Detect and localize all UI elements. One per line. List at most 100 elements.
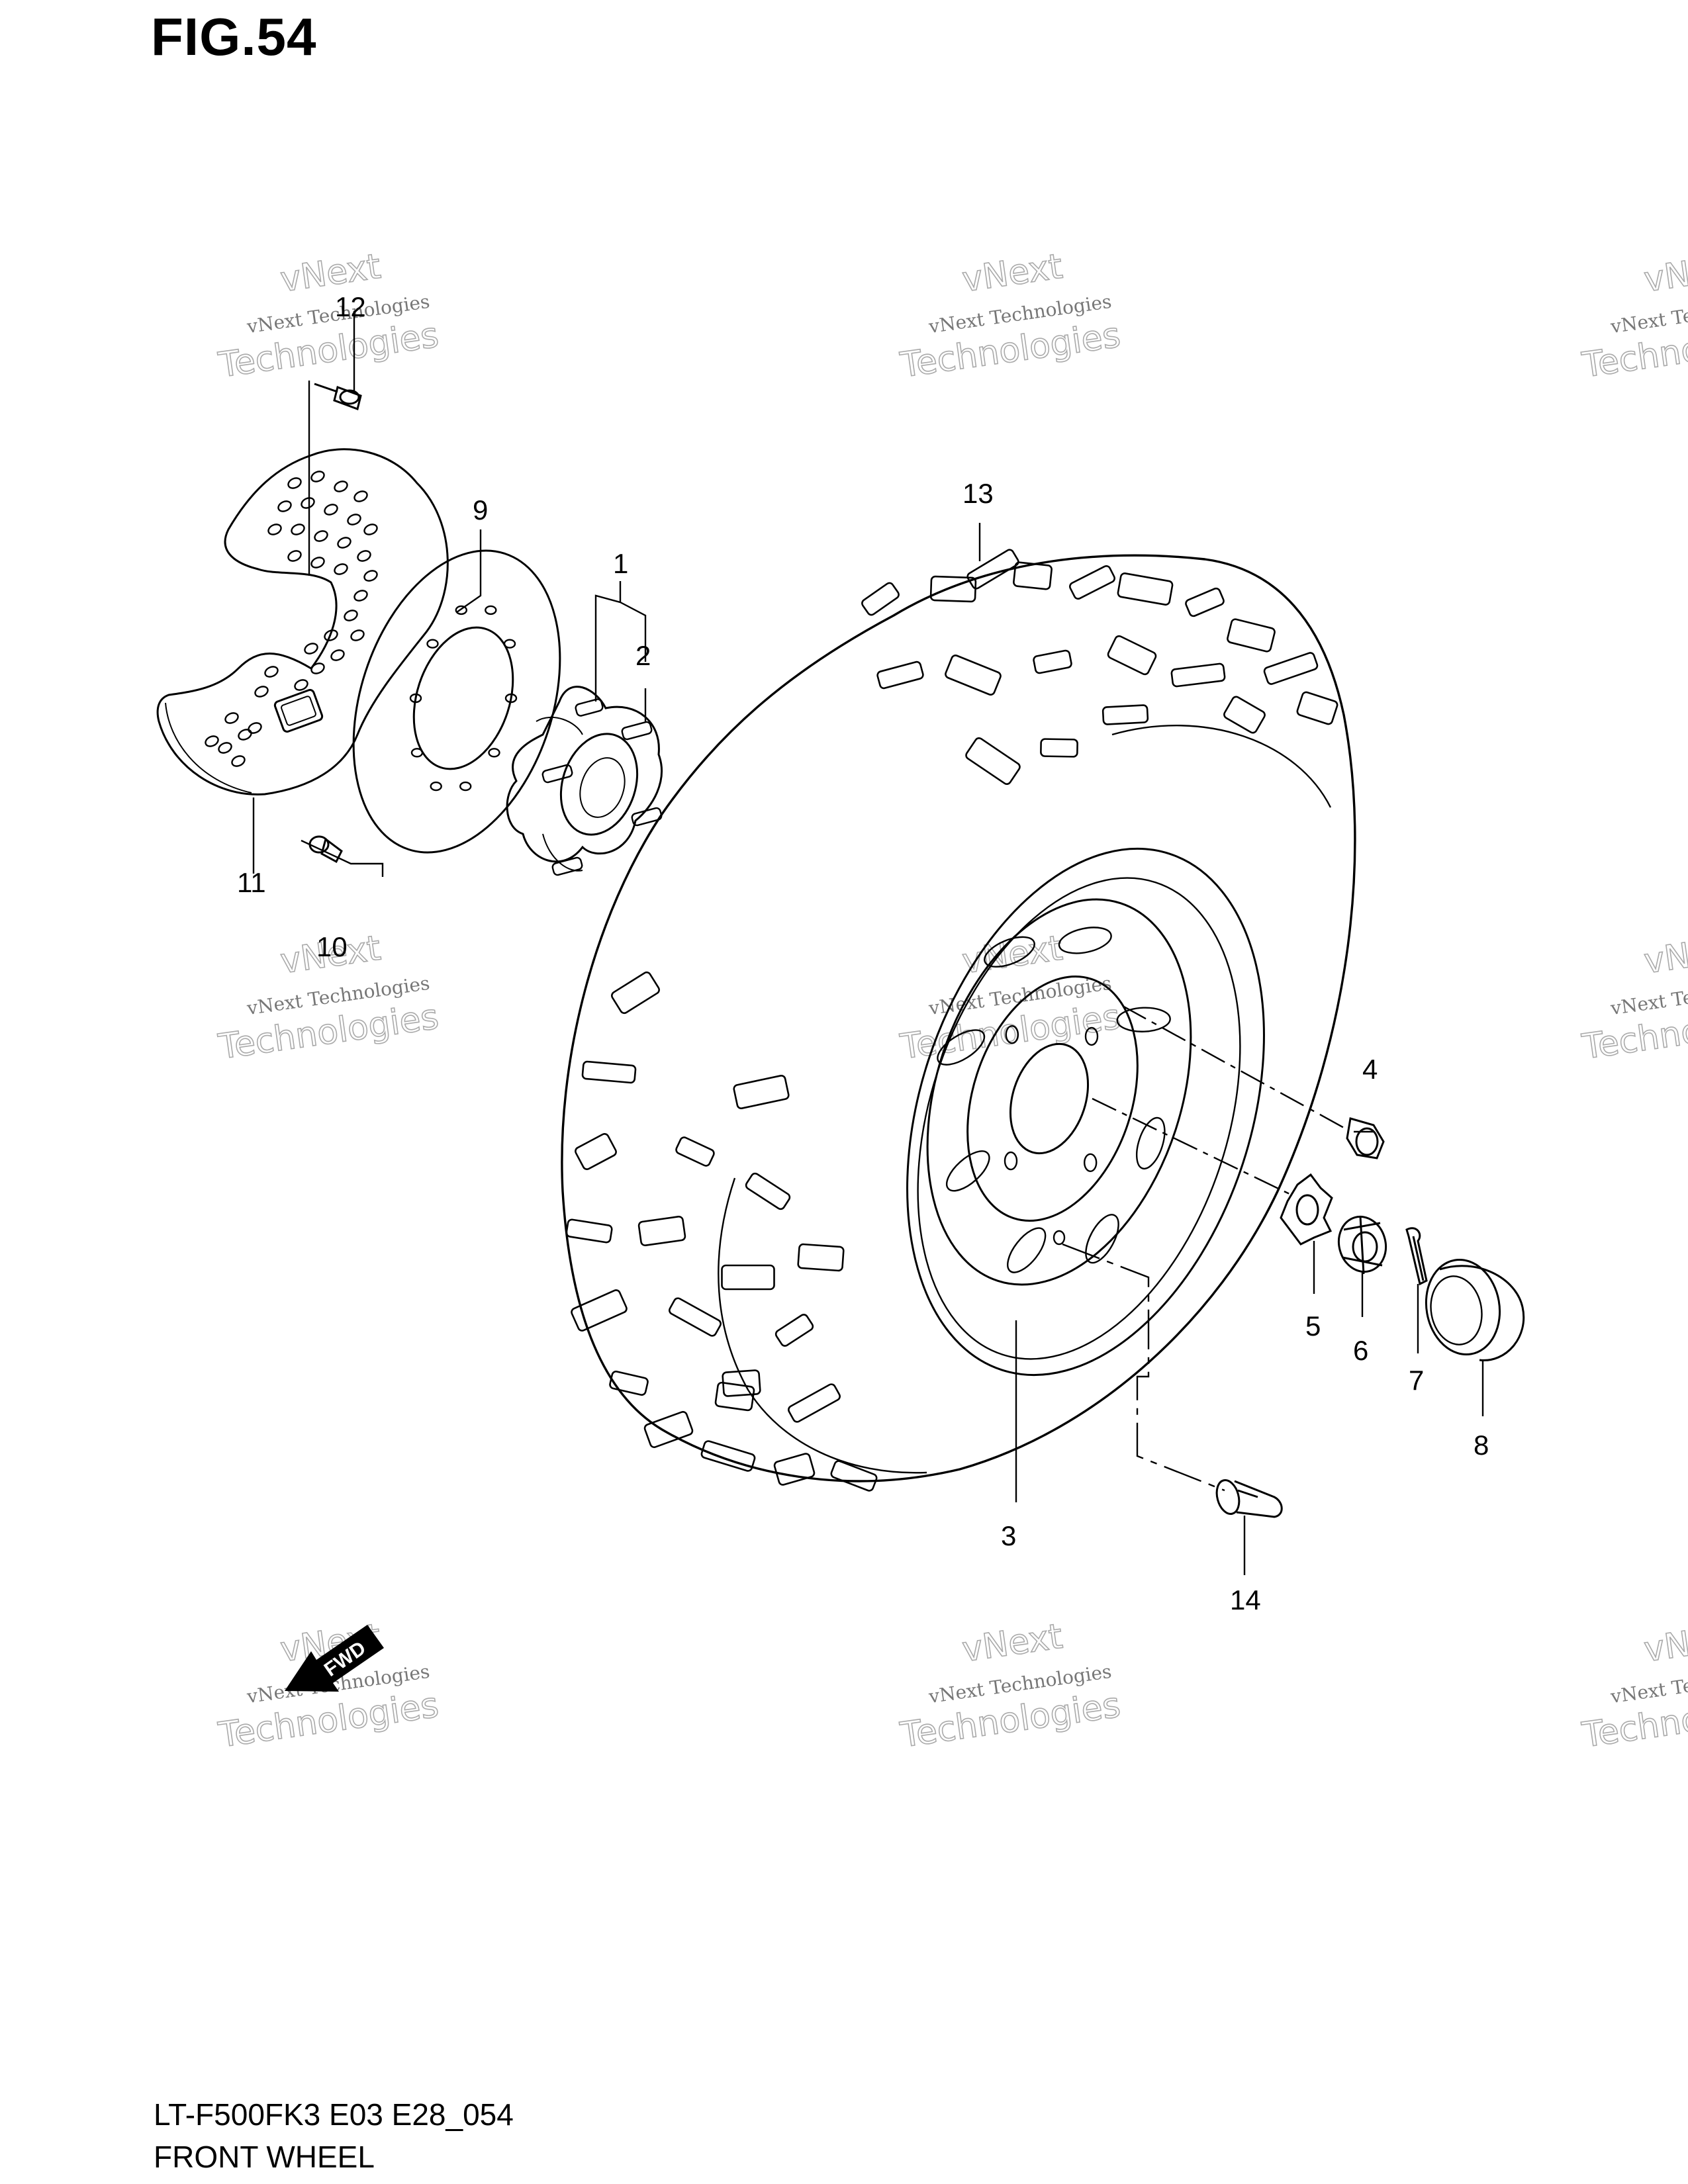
tire-tread-block xyxy=(1040,738,1078,758)
tire-tread-block xyxy=(1223,696,1266,734)
cover-hole xyxy=(287,477,302,489)
rim-slot xyxy=(1135,1116,1166,1170)
figure-title: FIG.54 xyxy=(151,7,317,66)
watermark-word-1: vNext xyxy=(278,247,383,300)
rim-slot xyxy=(1058,927,1112,954)
tire-tread-block xyxy=(1102,704,1149,725)
cover-hole xyxy=(254,686,269,698)
tire-tread-block xyxy=(571,1289,628,1332)
disc-hole xyxy=(410,748,424,758)
cover-hole xyxy=(310,471,325,482)
cover-hole xyxy=(353,490,368,502)
tire-tread-block xyxy=(965,737,1021,785)
lug-hole xyxy=(1004,1151,1018,1171)
lug-hole xyxy=(1084,1026,1099,1046)
lug-hole xyxy=(1083,1153,1098,1173)
tire-tread-block xyxy=(575,1133,617,1170)
tire-tread-block xyxy=(745,1172,791,1210)
disc-hole xyxy=(485,605,497,615)
watermark-word-1: vNext xyxy=(1642,1617,1688,1670)
disc-hole xyxy=(488,748,500,758)
tire-tread-block xyxy=(945,655,1002,696)
watermark-word-1: vNext xyxy=(1642,929,1688,982)
cover-hole xyxy=(205,735,219,747)
tire-tread-block xyxy=(565,1218,613,1244)
rim-slot xyxy=(984,936,1035,968)
callout-11: 11 xyxy=(237,867,266,898)
hub-cap-part xyxy=(1425,1258,1525,1361)
valve-hole xyxy=(1053,1230,1066,1246)
tire-tread-block xyxy=(788,1383,841,1423)
tire-tread-block xyxy=(1263,652,1319,685)
watermark-word-1: vNext xyxy=(1642,247,1688,300)
rim-slot xyxy=(1007,1227,1047,1273)
cover-hole xyxy=(291,523,305,535)
tire-tread-block xyxy=(637,1215,686,1247)
castle-nut-part xyxy=(1337,1215,1387,1275)
cover-hole xyxy=(264,666,279,678)
callout-4: 4 xyxy=(1362,1054,1378,1085)
callout-12: 12 xyxy=(335,291,366,322)
tire-tread-block xyxy=(1170,662,1226,688)
cover-hole xyxy=(224,712,239,724)
tire-tread-block xyxy=(669,1297,722,1337)
cover-hole xyxy=(337,537,352,549)
disc-hole xyxy=(455,605,467,615)
callout-labels: 1 2 3 4 5 6 7 8 9 10 11 12 13 14 xyxy=(237,291,1489,1615)
tire-tread-block xyxy=(1069,565,1115,600)
tire-tread-block xyxy=(1107,635,1157,676)
cover-hole xyxy=(294,679,308,691)
cover-hole xyxy=(218,742,232,754)
disc-cover-part xyxy=(156,448,449,796)
callout-13: 13 xyxy=(962,478,994,509)
tire-tread-block xyxy=(675,1136,715,1167)
cover-hole xyxy=(287,550,302,562)
tire-tread-block xyxy=(861,582,900,616)
cover-hole xyxy=(334,563,348,575)
rim-slot xyxy=(1085,1214,1119,1264)
wheel-rim-part xyxy=(906,847,1265,1377)
tire-tread-block xyxy=(1185,587,1225,617)
cover-hole xyxy=(248,722,262,734)
callout-5: 5 xyxy=(1305,1310,1321,1342)
wheel-hub-part xyxy=(506,686,663,876)
cover-hole xyxy=(363,570,378,582)
tire-tread-block xyxy=(773,1453,816,1486)
cover-hole xyxy=(330,649,345,661)
valve-stem-part xyxy=(1215,1479,1283,1518)
tire-tread-block xyxy=(733,1074,790,1110)
cover-hole xyxy=(301,497,315,509)
tire-tread-block xyxy=(830,1460,878,1492)
tire-tread-block xyxy=(1117,572,1174,606)
cover-hole xyxy=(357,550,371,562)
section-name: FRONT WHEEL xyxy=(154,2140,375,2174)
rim-slot xyxy=(946,1150,990,1192)
rim-slot xyxy=(937,1029,986,1066)
tire-tread-block xyxy=(722,1369,761,1397)
cover-hole xyxy=(314,530,328,542)
disc-hole xyxy=(426,639,439,649)
wheel-nut-part xyxy=(1346,1117,1385,1160)
cover-hole xyxy=(304,643,318,655)
callout-10: 10 xyxy=(316,931,348,962)
callout-7: 7 xyxy=(1409,1365,1424,1396)
cotter-pin-part xyxy=(1405,1227,1428,1286)
cover-hole xyxy=(310,662,325,674)
callout-2: 2 xyxy=(635,640,651,671)
bolt-12-part xyxy=(314,383,362,410)
tire-tread-block xyxy=(609,1371,649,1396)
cover-hole xyxy=(324,504,338,516)
cover-hole xyxy=(363,523,378,535)
tire-tread-block xyxy=(581,1060,637,1084)
cover-hole xyxy=(238,729,252,741)
cover-hole xyxy=(267,523,282,535)
tire-tread-block xyxy=(1227,618,1276,653)
cover-hole xyxy=(324,629,338,641)
